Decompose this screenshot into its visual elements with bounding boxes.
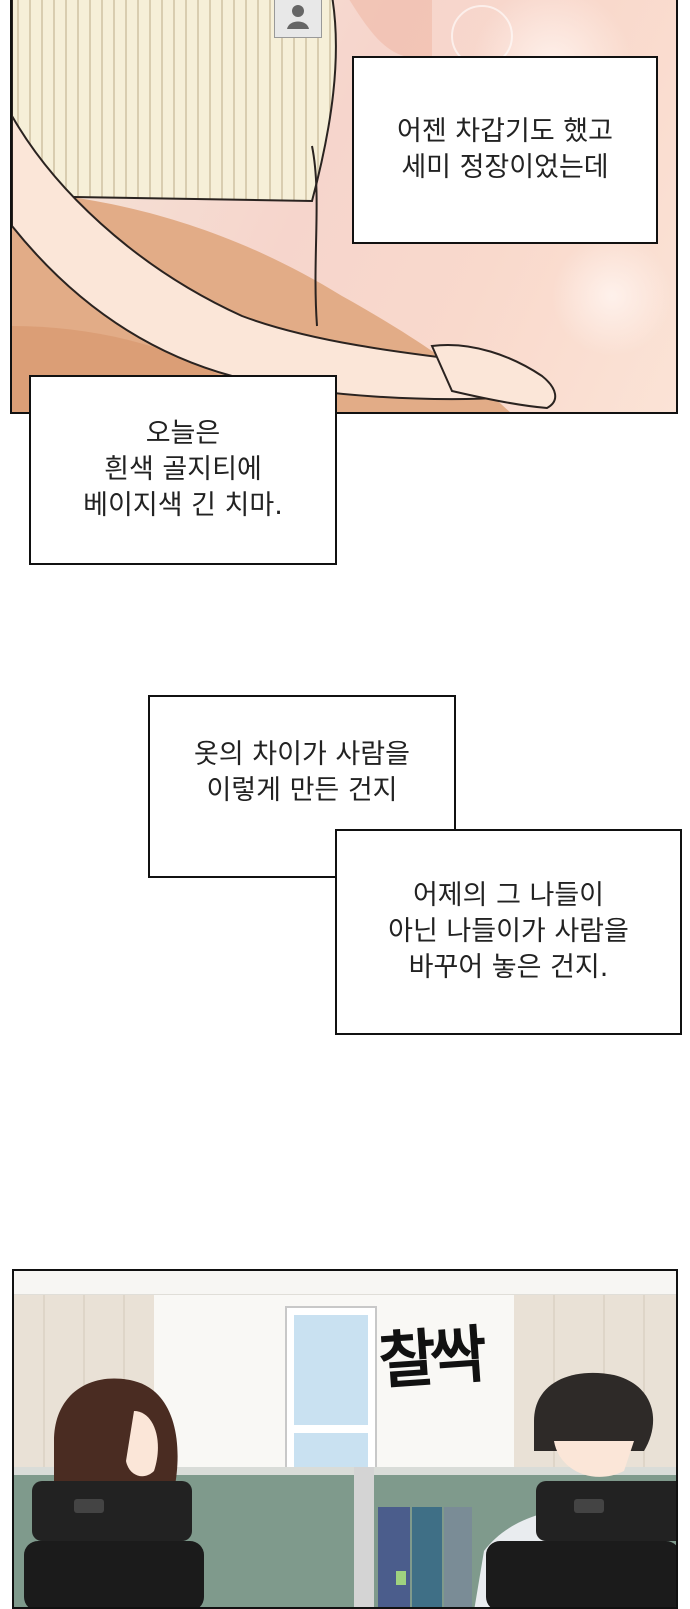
caption-4-line-3: 바꾸어 놓은 건지. (408, 952, 609, 983)
caption-box-2: 오늘은 흰색 골지티에 베이지색 긴 치마. (29, 375, 337, 565)
caption-2-line-3: 베이지색 긴 치마. (83, 490, 283, 521)
caption-4-line-1: 어제의 그 나들이 (412, 880, 605, 911)
caption-2-line-2: 흰색 골지티에 (104, 454, 262, 485)
window-icon (285, 1306, 377, 1488)
hand (430, 344, 557, 410)
caption-2-line-1: 오늘은 (145, 418, 221, 449)
panel-bottom-office (12, 1269, 678, 1609)
sound-effect-text: 찰싹 (376, 1317, 484, 1398)
caption-stack: 옷의 차이가 사람을 이렇게 만든 건지 어제의 그 나들이 아닌 나들이가 사… (148, 695, 682, 1035)
binder-icon (378, 1507, 472, 1607)
caption-1-line-2: 세미 정장이었는데 (401, 152, 609, 183)
caption-text-4: 어제의 그 나들이 아닌 나들이가 사람을 바꾸어 놓은 건지. (388, 878, 629, 986)
office-chair-icon (24, 1481, 676, 1607)
ribbed-cardigan (12, 0, 337, 203)
caption-text-2: 오늘은 흰색 골지티에 베이지색 긴 치마. (83, 416, 283, 524)
caption-1-line-1: 어젠 차갑기도 했고 (397, 116, 613, 147)
office-scene-illustration (14, 1271, 676, 1607)
caption-text-3: 옷의 차이가 사람을 이렇게 만든 건지 (194, 737, 410, 809)
caption-box-1: 어젠 차갑기도 했고 세미 정장이었는데 (352, 56, 658, 244)
id-badge-icon (274, 0, 322, 38)
caption-text-1: 어젠 차갑기도 했고 세미 정장이었는데 (397, 114, 613, 186)
caption-box-4: 어제의 그 나들이 아닌 나들이가 사람을 바꾸어 놓은 건지. (335, 829, 682, 1035)
caption-3-line-1: 옷의 차이가 사람을 (194, 738, 410, 770)
caption-4-line-2: 아닌 나들이가 사람을 (388, 916, 629, 947)
caption-3-line-2: 이렇게 만든 건지 (206, 774, 398, 806)
